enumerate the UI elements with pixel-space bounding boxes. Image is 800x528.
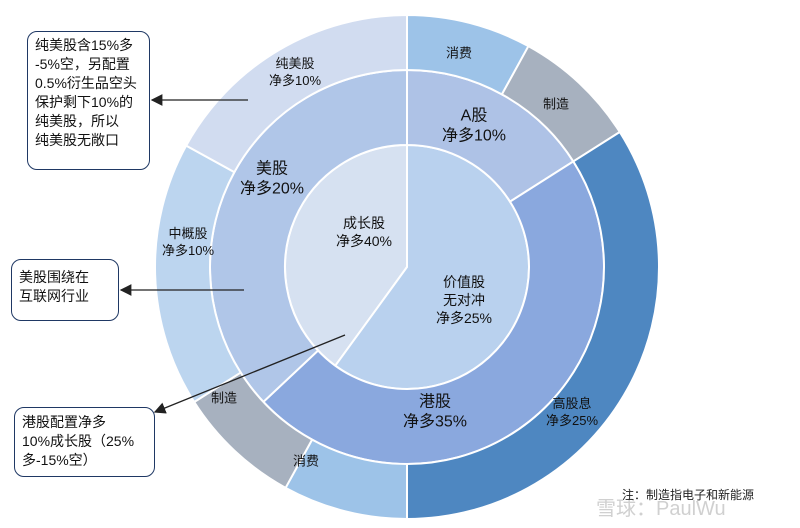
us-note-line: 保护剩下10%的 bbox=[35, 94, 134, 110]
us-note-line: 纯美股，所以 bbox=[35, 113, 119, 129]
us-note-line: 0.5%衍生品空头 bbox=[35, 75, 137, 91]
footnote: 注：制造指电子和新能源 bbox=[622, 488, 755, 502]
outer-label-us-pure: 纯美股净多10% bbox=[269, 56, 321, 88]
outer-label-hk-manufacture: 制造 bbox=[211, 391, 237, 406]
internet-annotation: 美股围绕在 互联网行业 bbox=[11, 259, 119, 321]
internet-note-line: 美股围绕在 bbox=[19, 269, 89, 285]
watermark: 雪球：PaulWu bbox=[596, 498, 726, 520]
outer-label-hk-consume: 消费 bbox=[293, 454, 319, 469]
hk-note-line: 10%成长股（25% bbox=[22, 433, 135, 449]
us-note-line: 纯美股含15%多 bbox=[35, 37, 134, 53]
hk-note-arrow bbox=[153, 334, 346, 414]
outer-label-us-china-concept: 中概股净多10% bbox=[162, 226, 214, 258]
internet-note-line: 互联网行业 bbox=[19, 288, 89, 304]
hk-stock-annotation: 港股配置净多 10%成长股（25% 多-15%空） bbox=[14, 407, 155, 477]
middle-label-hk-stock: 港股净多35% bbox=[403, 393, 467, 431]
outer-slice-hk-dividend bbox=[406, 130, 660, 521]
middle-label-a-share: A股净多10% bbox=[442, 107, 506, 145]
us-note-line: -5%空，另配置 bbox=[35, 56, 130, 72]
us-stock-annotation: 纯美股含15%多 -5%空，另配置 0.5%衍生品空头 保护剩下10%的 纯美股… bbox=[27, 31, 150, 170]
outer-slice-us-pure bbox=[184, 13, 408, 174]
hk-note-line: 港股配置净多 bbox=[22, 414, 106, 430]
us-note-line: 纯美股无敞口 bbox=[35, 132, 119, 148]
inner-label-value-stock: 价值股无对冲净多25% bbox=[436, 274, 492, 326]
outer-label-a-manufacture: 制造 bbox=[543, 97, 569, 112]
middle-label-us-stock: 美股净多20% bbox=[240, 160, 304, 198]
inner-label-growth-stock: 成长股净多40% bbox=[336, 215, 392, 249]
outer-label-hk-dividend: 高股息净多25% bbox=[546, 396, 598, 428]
hk-note-line: 多-15%空） bbox=[22, 452, 97, 468]
outer-label-a-consume: 消费 bbox=[446, 46, 472, 61]
